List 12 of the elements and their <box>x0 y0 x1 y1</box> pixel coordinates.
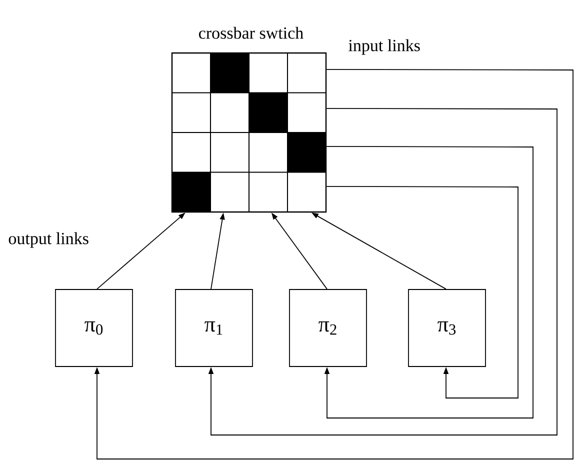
arrow <box>326 186 518 398</box>
link-label: output links <box>8 232 88 248</box>
crossbar-grid: crossbar swtich <box>171 26 327 213</box>
link-label: input links <box>348 39 420 55</box>
process-box: π$_{2}$ <box>289 289 367 367</box>
arrow <box>324 146 534 418</box>
process-box: π$_{3}$ <box>408 289 486 367</box>
process-box: π$_{1}$ <box>175 289 253 367</box>
arrow <box>208 108 558 436</box>
arrow <box>94 68 574 460</box>
process-box: π$_{0}$ <box>55 289 133 367</box>
node-label: crossbar swtich <box>199 26 304 39</box>
